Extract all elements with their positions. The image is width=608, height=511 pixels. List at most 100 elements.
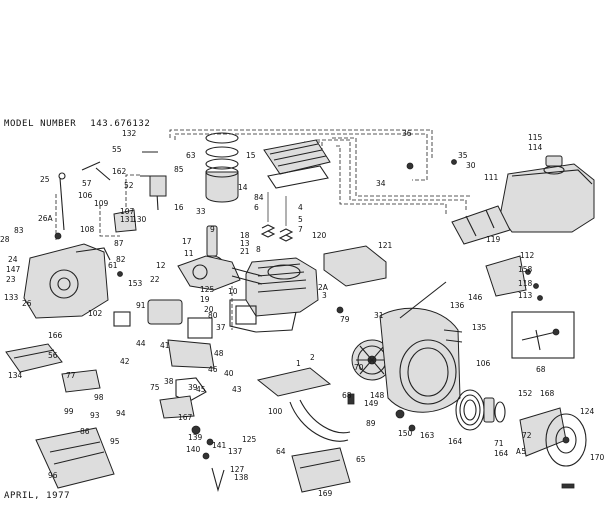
part-callout: 38	[164, 377, 174, 386]
part-callout: 163	[420, 431, 435, 440]
valve-springs	[260, 192, 294, 242]
part-callout: 20	[204, 305, 214, 314]
part-callout: 118	[518, 279, 533, 288]
part-callout: 132	[122, 129, 137, 138]
part-callout: 94	[116, 409, 126, 418]
part-callout: 26A	[38, 214, 54, 223]
part-callout: 37	[216, 323, 226, 332]
part-callout: 153	[128, 279, 143, 288]
part-callout: 19	[200, 295, 210, 304]
part-callout: 166	[48, 331, 63, 340]
part-callout: 87	[114, 239, 124, 248]
part-callout: 30	[466, 161, 476, 170]
part-callout: 24	[8, 255, 18, 264]
part-callout: 158	[518, 265, 533, 274]
model-label: MODEL NUMBER	[4, 119, 77, 129]
part-callout: 141	[212, 441, 227, 450]
part-callout: 34	[376, 179, 386, 188]
curved-shield	[289, 399, 351, 442]
part-callout: 125	[200, 285, 215, 294]
diagram-date: APRIL, 1977	[4, 491, 71, 501]
part-callout: 17	[182, 237, 192, 246]
spark-plug-lead	[399, 281, 447, 319]
part-callout: 6	[254, 203, 259, 212]
part-callout: 7	[298, 225, 303, 234]
part-callout: 164	[494, 449, 509, 458]
part-callout: 147	[6, 265, 21, 274]
part-callout: 137	[228, 447, 243, 456]
right-bracket	[485, 255, 527, 297]
tank-bracket	[451, 205, 511, 245]
piston-rings	[205, 132, 239, 203]
part-callout: 41	[160, 341, 170, 350]
part-callout: 42	[120, 357, 130, 366]
part-callout: 169	[318, 489, 333, 498]
part-callout: 83	[14, 226, 24, 235]
part-callout: 56	[48, 351, 58, 360]
part-callout: 15	[246, 151, 256, 160]
part-callout: 61	[108, 261, 118, 270]
starter-cup	[519, 407, 587, 467]
part-callout: 84	[254, 193, 264, 202]
instruction-book	[291, 447, 351, 493]
control-bracket	[323, 245, 387, 287]
part-callout: 164	[448, 437, 463, 446]
part-callout: 45	[196, 385, 206, 394]
part-callout: 99	[64, 407, 74, 416]
part-callout: 134	[8, 371, 23, 380]
part-callout: 65	[356, 455, 366, 464]
part-callout: 33	[196, 207, 206, 216]
part-callout: 127	[230, 465, 245, 474]
part-callout: 106	[476, 359, 491, 368]
part-callout: 9	[210, 225, 215, 234]
part-callout: 130	[132, 215, 147, 224]
muffler	[5, 343, 63, 373]
part-callout: 39	[188, 383, 198, 392]
part-callout: 71	[494, 439, 504, 448]
part-callout: 46	[208, 365, 218, 374]
part-callout: 23	[6, 275, 16, 284]
part-callout: 133	[4, 293, 19, 302]
part-callout: 40	[224, 369, 234, 378]
part-callout: 72	[522, 431, 532, 440]
part-callout: 18	[240, 231, 250, 240]
part-callout: 14	[238, 183, 248, 192]
small-hardware	[54, 151, 575, 492]
part-callout: 150	[398, 429, 413, 438]
part-callout: 106	[78, 191, 93, 200]
part-callout: 86	[80, 427, 90, 436]
part-callout: 121	[378, 241, 393, 250]
part-callout: 152	[518, 389, 533, 398]
part-callout: 140	[186, 445, 201, 454]
part-callout: 148	[370, 391, 385, 400]
crankshaft	[177, 255, 263, 291]
part-callout: 4	[298, 203, 303, 212]
cylinder-block	[229, 257, 319, 333]
part-callout: 43	[232, 385, 242, 394]
part-callout: 12	[156, 261, 166, 270]
air-cleaner	[35, 369, 115, 489]
part-callout: 93	[90, 411, 100, 420]
part-callout: 5	[298, 215, 303, 224]
rewind-starter	[455, 389, 506, 431]
governor-linkage	[58, 161, 137, 233]
part-callout: 77	[66, 371, 76, 380]
part-callout: 75	[150, 383, 160, 392]
part-callout: 28	[0, 235, 10, 244]
part-callout: 107	[120, 207, 135, 216]
part-callout: 25	[40, 175, 50, 184]
part-callout: 139	[188, 433, 203, 442]
part-callout: 2	[310, 353, 315, 362]
part-callout: 146	[468, 293, 483, 302]
part-callout: 135	[472, 323, 487, 332]
part-callout: 102	[88, 309, 103, 318]
blower-housing	[379, 307, 463, 413]
side-label: A5	[516, 447, 527, 456]
part-callout: 26	[22, 299, 32, 308]
part-callout: 35	[458, 151, 468, 160]
part-callout: 68	[342, 391, 352, 400]
part-callout: 63	[186, 151, 196, 160]
part-callout: 52	[124, 181, 134, 190]
